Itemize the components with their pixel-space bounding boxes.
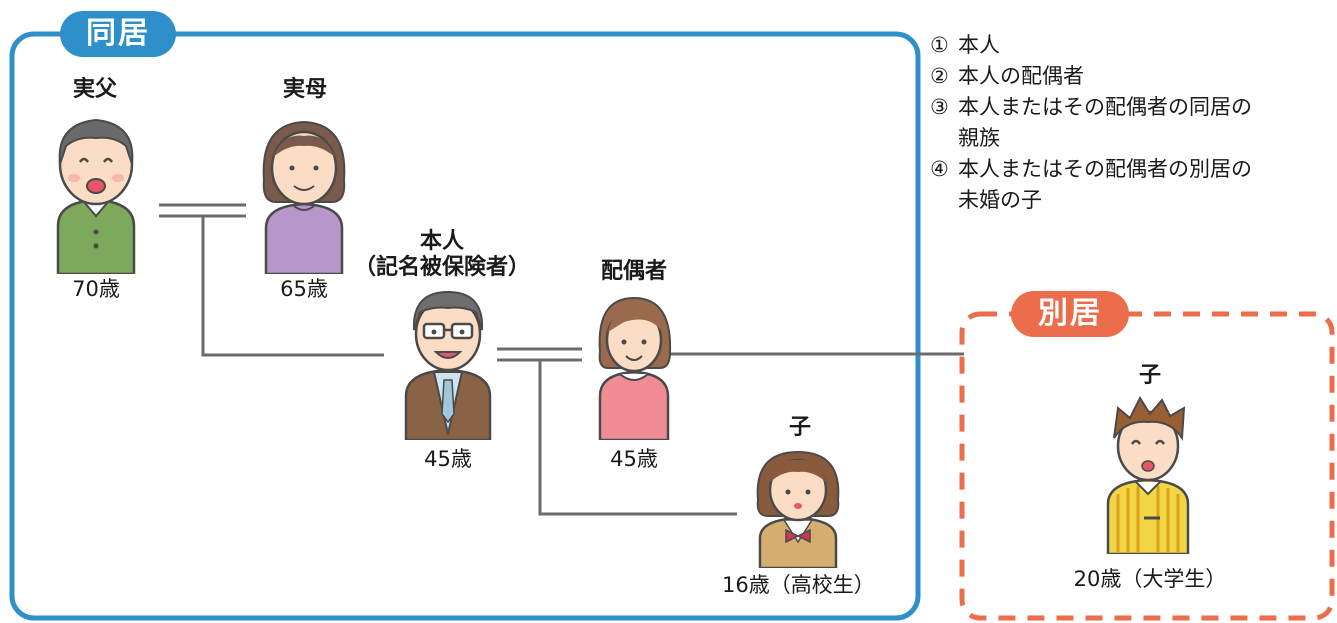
young-man-figure-icon bbox=[1106, 395, 1190, 554]
legend-item: ④ 本人またはその配偶者の別居の bbox=[930, 154, 1330, 185]
legend-text: 未婚の子 bbox=[958, 188, 1042, 212]
legend-item-continued: 親族 bbox=[930, 123, 1330, 154]
legend-item: ③ 本人またはその配偶者の同居の bbox=[930, 92, 1330, 123]
self-label-line1: 本人 bbox=[419, 229, 464, 254]
legend-text: 本人またはその配偶者の同居の bbox=[958, 95, 1252, 119]
legend-number: ③ bbox=[930, 95, 949, 119]
self-age: 45歳 bbox=[424, 447, 472, 471]
bekkyo-tab: 別居 bbox=[1011, 291, 1129, 337]
parents-to-self-line bbox=[201, 216, 384, 357]
father-label: 実父 bbox=[72, 77, 117, 102]
doukyo-box bbox=[9, 31, 921, 621]
father-age: 70歳 bbox=[72, 277, 120, 301]
legend-item: ② 本人の配偶者 bbox=[930, 61, 1330, 92]
legend-item-continued: 未婚の子 bbox=[930, 185, 1330, 216]
man-with-glasses-figure-icon bbox=[404, 290, 492, 440]
legend-text: 本人またはその配偶者の別居の bbox=[958, 157, 1252, 181]
legend-text: 本人の配偶者 bbox=[958, 64, 1084, 88]
legend: ① 本人 ② 本人の配偶者 ③ 本人またはその配偶者の同居の 親族 ④ 本人また… bbox=[930, 30, 1330, 216]
legend-text: 本人 bbox=[958, 33, 1000, 57]
woman-figure-icon bbox=[598, 296, 672, 440]
legend-number: ① bbox=[930, 33, 949, 57]
spouse-label: 配偶者 bbox=[600, 259, 667, 284]
legend-item: ① 本人 bbox=[930, 30, 1330, 61]
spouse-age: 45歳 bbox=[610, 447, 658, 471]
elderly-woman-figure-icon bbox=[262, 120, 346, 274]
mother-label: 実母 bbox=[282, 77, 327, 102]
doukyo-tab: 同居 bbox=[60, 11, 176, 57]
self-label-line2: （記名被保険者） bbox=[353, 255, 530, 280]
elderly-man-figure-icon bbox=[56, 118, 136, 274]
legend-number: ② bbox=[930, 64, 949, 88]
legend-number: ④ bbox=[930, 157, 949, 181]
child-age: 16歳（高校生） bbox=[722, 573, 875, 597]
legend-text: 親族 bbox=[958, 126, 1000, 150]
mother-age: 65歳 bbox=[280, 277, 328, 301]
couple-to-child-line bbox=[538, 360, 737, 516]
bekkyo-box bbox=[959, 311, 1335, 621]
separated-child-age: 20歳（大学生） bbox=[1073, 567, 1227, 591]
child-label: 子 bbox=[788, 415, 811, 440]
schoolgirl-figure-icon bbox=[756, 450, 840, 568]
separated-child-label: 子 bbox=[1138, 363, 1161, 388]
